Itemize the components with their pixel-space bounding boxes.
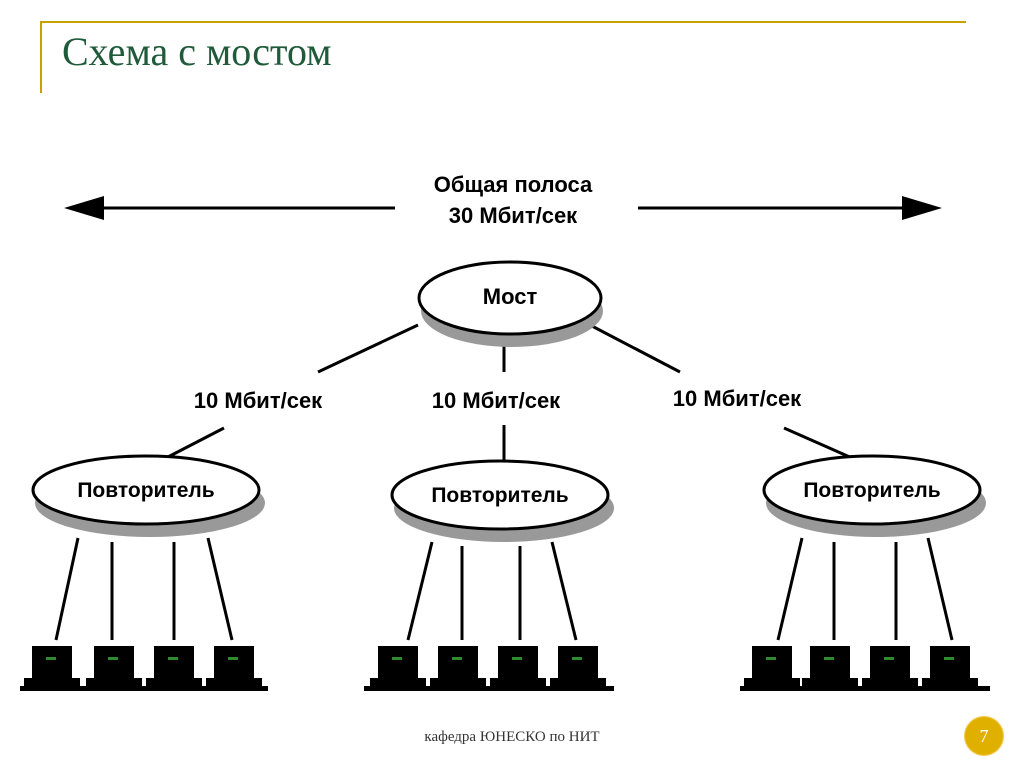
page-number-badge: 7 (964, 716, 1004, 756)
repeater-node-left: Повторитель (31, 454, 265, 537)
segment-line-center (364, 686, 614, 691)
computer-icon (430, 646, 486, 686)
computer-icon (802, 646, 858, 686)
computer-icon (146, 646, 202, 686)
computer-icon (922, 646, 978, 686)
bandwidth-label-line1: Общая полоса (434, 172, 593, 197)
repeater-label-left: Повторитель (77, 479, 214, 502)
link-label-center: 10 Мбит/сек (432, 388, 561, 413)
left-rule (40, 21, 42, 93)
repeater-node-right: Повторитель (762, 454, 986, 537)
repeater-drops-right (776, 537, 954, 641)
computer-icon (490, 646, 546, 686)
link-label-left: 10 Мбит/сек (194, 388, 323, 413)
computer-icon (550, 646, 606, 686)
bridge-label: Мост (483, 284, 538, 309)
computer-icon (206, 646, 262, 686)
top-rule (40, 21, 966, 23)
computer-icon (370, 646, 426, 686)
repeater-node-center: Повторитель (390, 459, 614, 542)
computer-icon (862, 646, 918, 686)
footer-text: кафедра ЮНЕСКО по НИТ (424, 729, 600, 745)
computer-icon (744, 646, 800, 686)
computer-icon (86, 646, 142, 686)
slide-title: Схема с мостом (62, 29, 332, 74)
repeater-drops-left (54, 537, 234, 641)
repeater-label-right: Повторитель (803, 479, 940, 502)
bandwidth-arrow (64, 196, 942, 220)
segment-line-right (740, 686, 990, 691)
computer-icon (24, 646, 80, 686)
segment-line-left (20, 686, 268, 691)
repeater-label-center: Повторитель (431, 484, 568, 507)
repeater-drops-center (406, 541, 578, 641)
bridge-links (165, 323, 853, 462)
link-label-right: 10 Мбит/сек (673, 386, 802, 411)
bandwidth-label-line2: 30 Мбит/сек (449, 203, 578, 228)
bridge-node: Мост (417, 260, 603, 347)
